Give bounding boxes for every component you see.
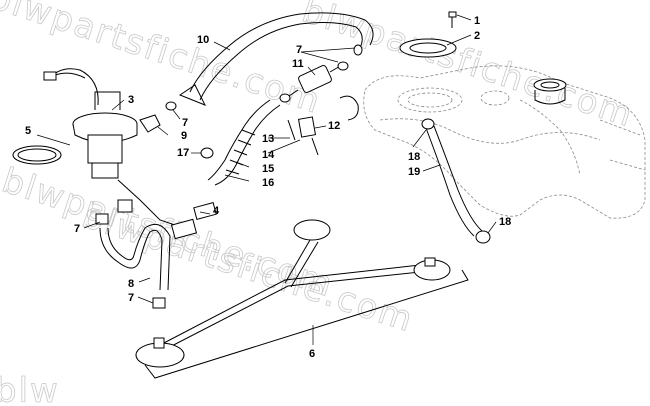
- callout-11: 11: [292, 58, 304, 70]
- callout-9: 9: [181, 130, 187, 142]
- callout-12: 12: [328, 120, 340, 132]
- callout-6: 6: [309, 348, 315, 360]
- clip-ring: [339, 95, 359, 121]
- callout-16: 16: [262, 177, 274, 189]
- callout-18: 18: [408, 151, 420, 163]
- callout-7: 7: [296, 44, 302, 56]
- callout-2: 2: [474, 30, 480, 42]
- callout-19: 19: [408, 166, 420, 178]
- callout-10: 10: [197, 34, 209, 46]
- fuel-filter: [279, 44, 363, 103]
- callout-4: 4: [213, 205, 220, 217]
- hose-clamp-17: [200, 147, 214, 159]
- hose-bracket: [287, 116, 319, 156]
- fuel-hose-8: [95, 213, 171, 309]
- watermark: blwpartsfiche.com: [297, 0, 639, 136]
- elbow-fitting: [139, 101, 177, 133]
- fuel-hose-sleeve: [207, 99, 281, 186]
- callout-3: 3: [128, 94, 134, 106]
- float-sender: [170, 202, 217, 240]
- fuel-hose-10: [178, 12, 374, 106]
- callout-18: 18: [499, 216, 511, 228]
- tank-gasket-ring: [399, 38, 457, 58]
- pump-gasket-ring: [12, 145, 62, 165]
- callout-1: 1: [474, 15, 480, 27]
- callout-7: 7: [128, 292, 134, 304]
- leader-lines: [36, 14, 497, 345]
- watermark: blw: [0, 371, 60, 406]
- callout-labels: 1 2 3 4 5 6 7 7 7 7 8 9 10 11 12 13 14 1…: [25, 15, 511, 360]
- callout-15: 15: [262, 163, 274, 175]
- callout-14: 14: [262, 149, 275, 161]
- callout-17: 17: [177, 147, 189, 159]
- callout-7: 7: [182, 117, 188, 129]
- fuel-pump-assembly: [43, 68, 176, 226]
- callout-5: 5: [25, 125, 31, 137]
- fuel-tank: [363, 65, 646, 219]
- watermark: blwpartsfiche.com: [0, 0, 326, 122]
- fuel-pickup-harness: [135, 219, 469, 379]
- callout-7: 7: [74, 223, 80, 235]
- callout-13: 13: [262, 133, 274, 145]
- tank-bolt: [448, 11, 457, 28]
- fuel-hose-19: [421, 118, 491, 244]
- callout-8: 8: [128, 278, 134, 290]
